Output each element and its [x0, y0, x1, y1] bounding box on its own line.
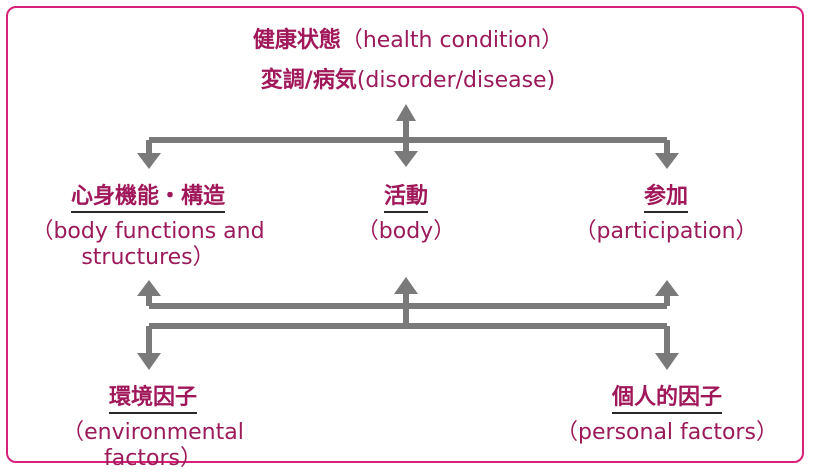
- personal-factors-node: 個人的因子 （personal factors）: [548, 385, 786, 446]
- participation-jp: 参加: [643, 184, 688, 213]
- arrow-up-health: [396, 104, 416, 121]
- health-condition-jp: 健康状態: [252, 28, 341, 53]
- health-condition-node: 健康状態（health condition） 変調/病気(disorder/di…: [208, 28, 608, 94]
- personal-factors-jp: 個人的因子: [611, 385, 722, 414]
- body-functions-node: 心身機能・構造 （body functions and structures）: [18, 184, 278, 271]
- arrow-down-environmental: [137, 353, 161, 370]
- health-condition-en: （health condition）: [340, 28, 564, 53]
- activity-en: （body）: [356, 219, 456, 244]
- disorder-disease-en: (disorder/disease): [356, 68, 556, 93]
- participation-en: （participation）: [574, 219, 758, 244]
- body-functions-en-line1: （body functions and: [31, 219, 265, 244]
- environmental-factors-jp: 環境因子: [108, 385, 197, 414]
- environmental-factors-en: （environmental factors）: [62, 420, 244, 471]
- arrow-up-body-functions: [137, 280, 161, 296]
- arrow-up-participation: [655, 280, 679, 296]
- participation-node: 参加 （participation）: [566, 184, 766, 245]
- arrow-down-activity: [394, 151, 418, 167]
- arrow-up-activity: [394, 277, 418, 294]
- body-functions-jp: 心身機能・構造: [70, 184, 225, 213]
- activity-node: 活動 （body）: [336, 184, 476, 245]
- environmental-factors-node: 環境因子 （environmental factors）: [18, 385, 288, 472]
- personal-factors-en: （personal factors）: [556, 420, 778, 445]
- arrow-down-personal: [655, 353, 679, 370]
- arrow-down-body-functions: [137, 153, 161, 169]
- diagram-frame: [6, 6, 804, 463]
- arrow-down-participation: [655, 153, 679, 169]
- activity-jp: 活動: [383, 184, 428, 213]
- disorder-disease-jp: 変調/病気: [260, 68, 357, 93]
- body-functions-en-line2: structures）: [81, 245, 215, 270]
